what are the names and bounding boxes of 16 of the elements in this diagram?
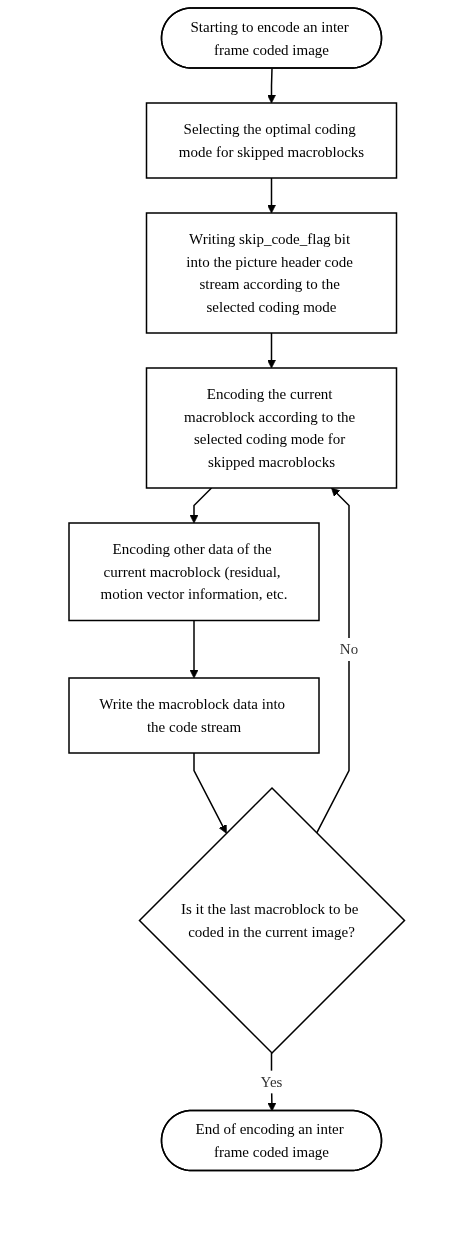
arrow: [267, 67, 277, 104]
node-box: Encoding other data of the current macroblock (residual, motion vector information, etc.: [68, 522, 320, 622]
node-box: Writing skip_code_flag bit into the picture header code stream according to the selected coding mode: [146, 212, 398, 334]
node-diamond: Is it the last macroblock to be coded in the current image?: [138, 786, 406, 1055]
node-box: Encoding the current macroblock according to the selected coding mode for skipped macroblocks: [146, 367, 398, 489]
arrow: [189, 487, 213, 524]
arrow: [316, 487, 350, 834]
arrow: [267, 1052, 277, 1112]
node-box: Write the macroblock data into the code stream: [68, 677, 320, 754]
arrow: [193, 752, 227, 834]
arrow: [267, 332, 277, 369]
node-box: Selecting the optimal coding mode for skipped macroblocks: [146, 102, 398, 179]
arrow: [267, 177, 277, 214]
arrow: [189, 619, 199, 679]
edge-label: Yes: [260, 1073, 283, 1090]
edge-label: No: [340, 641, 359, 657]
